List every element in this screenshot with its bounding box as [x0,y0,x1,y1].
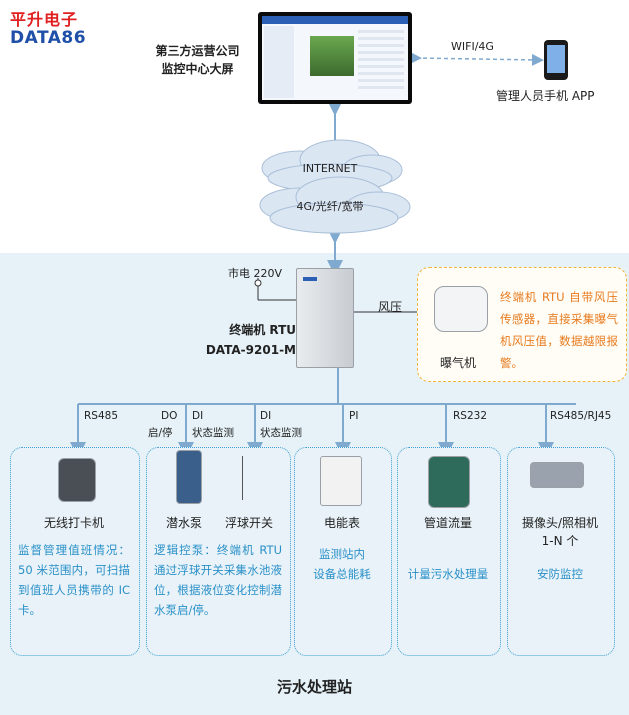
camera-desc: 安防监控 [537,567,583,581]
card-reader-icon [58,458,96,502]
bus-label-rs485-rj45: RS485/RJ45 [550,410,612,422]
pump-desc: 逻辑控泵：终端机 RTU 通过浮球开关采集水池液位，根据液位变化控制潜水泵启/停… [154,543,282,617]
monitoring-center-line1: 第三方运营公司 [155,44,240,58]
rtu-model: DATA-9201-M [205,343,296,357]
brand-logo-cn: 平升电子 [10,10,79,29]
bus-label-pi: PI [349,410,359,422]
energy-meter-icon [320,456,362,506]
meter-title: 电能表 [323,516,360,530]
bus-label-di-2-sub: 状态监测 [260,427,302,439]
card-pump [146,447,291,656]
mobile-phone-icon [544,40,568,80]
mobile-app-label: 管理人员手机 APP [496,89,595,103]
air-pressure-label: 风压 [378,300,403,314]
bus-label-di-1: DI [192,410,204,422]
camera-title-line1: 摄像头/照相机 [521,516,599,530]
internet-cloud [259,139,411,234]
card-reader-title: 无线打卡机 [43,516,104,530]
site-title: 污水处理站 [276,678,352,696]
float-switch-icon [242,456,257,500]
bus-label-do: DO [161,410,178,422]
internet-label: INTERNET [302,162,358,175]
rtu-cabinet-icon [296,268,354,368]
blower-icon [434,286,488,332]
bus-label-start-stop: 启/停 [148,427,173,439]
network-type-label: 4G/光纤/宽带 [296,200,364,213]
blower-note-text: 终端机 RTU 自带风压传感器，直接采集曝气机风压值，数据越限报警。 [500,290,618,370]
flow-meter-icon [428,456,470,508]
monitor-phone-link [409,51,544,66]
float-switch-title: 浮球开关 [224,516,273,530]
bus-label-rs232: RS232 [453,410,488,422]
monitor-display [262,16,408,100]
bus-label-rs485: RS485 [84,410,119,422]
meter-desc-line1: 监测站内 [319,547,365,561]
flow-desc: 计量污水处理量 [407,567,489,581]
monitoring-center-line2: 监控中心大屏 [161,62,234,76]
monitoring-center-label: 第三方运营公司 监控中心大屏 [140,42,255,78]
wifi-4g-label: WIFI/4G [451,40,494,53]
brand-logo-en: DATA86 [10,28,87,48]
mains-power-label: 市电 220V [228,267,283,280]
blower-label: 曝气机 [440,356,477,370]
camera-title-line2: 1-N 个 [541,534,579,548]
pump-title: 潜水泵 [165,516,202,530]
submersible-pump-icon [176,450,202,504]
rtu-name: 终端机 RTU [229,323,296,337]
camera-icon [530,462,584,488]
card-reader-desc: 监督管理值班情况：50 米范围内，可扫描到值班人员携带的 IC 卡。 [18,543,130,617]
bus-label-di-2: DI [260,410,272,422]
rtu-label: 终端机 RTU DATA-9201-M [186,320,296,360]
flow-title: 管道流量 [423,516,472,530]
meter-desc-line2: 设备总能耗 [313,567,371,581]
bus-label-di-1-sub: 状态监测 [192,427,234,439]
monitor-screen-icon [258,12,412,104]
